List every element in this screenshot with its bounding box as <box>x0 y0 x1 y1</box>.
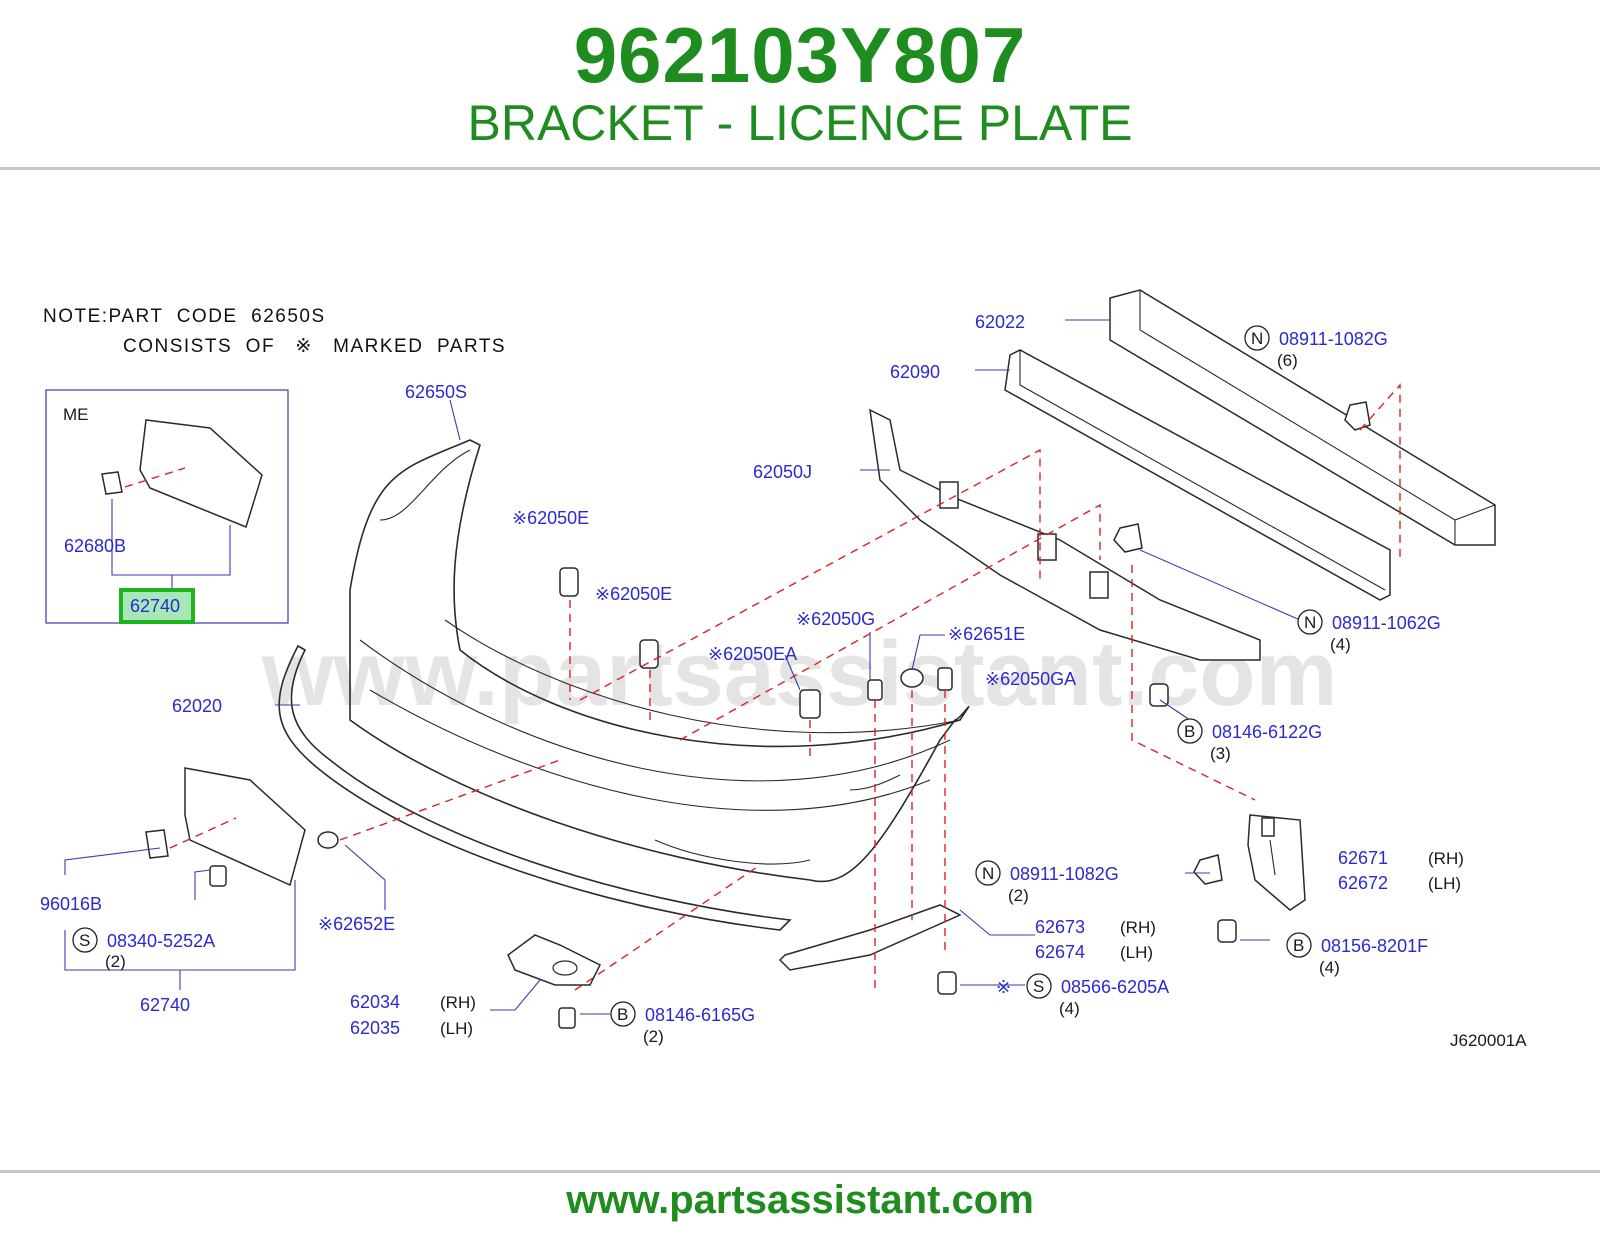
svg-text:62035: 62035 <box>350 1018 400 1038</box>
bumper-fascia <box>349 439 970 883</box>
svg-text:62034: 62034 <box>350 992 400 1012</box>
inset-bracket <box>139 419 263 529</box>
svg-text:62672: 62672 <box>1338 873 1388 893</box>
svg-text:(2): (2) <box>1008 886 1029 905</box>
label-62020[interactable]: 62020 <box>172 696 222 716</box>
license-bracket <box>145 767 306 887</box>
label-08146-6122G[interactable]: B 08146-6122G (3) <box>1177 718 1322 763</box>
label-62671-62672[interactable]: 62671 (RH) 62672 (LH) <box>1338 848 1464 893</box>
highlight-box <box>119 588 195 624</box>
svg-text:62671: 62671 <box>1338 848 1388 868</box>
svg-text:(2): (2) <box>105 952 126 971</box>
badge-n-icon: N <box>982 864 994 883</box>
badge-b-icon: B <box>617 1005 628 1024</box>
svg-text:08911-1082G: 08911-1082G <box>1010 864 1119 884</box>
footer-divider <box>0 1170 1600 1173</box>
label-62022[interactable]: 62022 <box>975 312 1025 332</box>
label-96016B[interactable]: 96016B <box>40 894 102 914</box>
label-62050J[interactable]: 62050J <box>753 462 812 482</box>
assembly-lines <box>339 383 1401 991</box>
label-62050E-a[interactable]: ※62050E <box>512 508 589 528</box>
svg-text:08911-1082G: 08911-1082G <box>1279 329 1388 349</box>
svg-text:08146-6165G: 08146-6165G <box>645 1005 755 1025</box>
svg-text:(RH): (RH) <box>1428 849 1464 868</box>
footer-url[interactable]: www.partsassistant.com <box>566 1178 1034 1222</box>
absorber-62090 <box>1004 349 1391 601</box>
stay-62050J <box>869 408 1261 661</box>
label-62050G[interactable]: ※62050G <box>796 609 875 629</box>
leader-lines <box>64 319 1301 1015</box>
svg-text:08146-6122G: 08146-6122G <box>1212 722 1322 742</box>
svg-text:08911-1062G: 08911-1062G <box>1332 613 1441 633</box>
inset-clip <box>101 471 123 495</box>
label-08911-1082G-mid[interactable]: N 08911-1082G (2) <box>975 860 1119 905</box>
svg-text:(RH): (RH) <box>1120 918 1156 937</box>
part-name-subtitle: BRACKET - LICENCE PLATE <box>467 95 1133 151</box>
note-line-2: CONSISTS OF ※ MARKED PARTS <box>123 336 506 357</box>
side-bracket <box>1247 814 1306 911</box>
svg-text:(4): (4) <box>1059 999 1080 1018</box>
svg-text:62673: 62673 <box>1035 917 1085 937</box>
header-divider <box>0 167 1600 170</box>
badge-n-icon: N <box>1251 329 1263 348</box>
label-62740[interactable]: 62740 <box>140 995 190 1015</box>
label-62680B-inset[interactable]: 62680B <box>64 536 126 556</box>
svg-text:(2): (2) <box>643 1027 664 1046</box>
badge-s-icon: S <box>79 931 90 950</box>
lower-bracket <box>778 904 962 971</box>
svg-text:(3): (3) <box>1210 744 1231 763</box>
inset-title: ME <box>63 405 89 424</box>
svg-text:(4): (4) <box>1330 635 1351 654</box>
fasteners <box>209 401 1371 1029</box>
svg-text:(LH): (LH) <box>1120 943 1153 962</box>
note-line-1: NOTE:PART CODE 62650S <box>43 306 326 327</box>
svg-text:08340-5252A: 08340-5252A <box>107 931 215 951</box>
label-62673-62674[interactable]: 62673 (RH) 62674 (LH) <box>1035 917 1156 962</box>
label-62651E[interactable]: ※62651E <box>948 624 1025 644</box>
svg-text:62674: 62674 <box>1035 942 1085 962</box>
label-08566-6205A[interactable]: ※ S 08566-6205A (4) <box>996 973 1169 1018</box>
inset-me: ME 62680B 62740 <box>45 389 289 624</box>
svg-text:(LH): (LH) <box>440 1019 473 1038</box>
svg-text:08156-8201F: 08156-8201F <box>1321 936 1428 956</box>
svg-text:(LH): (LH) <box>1428 874 1461 893</box>
svg-text:(RH): (RH) <box>440 993 476 1012</box>
marked-icon: ※ <box>996 977 1011 997</box>
label-62050GA[interactable]: ※62050GA <box>985 669 1076 689</box>
svg-text:(4): (4) <box>1319 958 1340 977</box>
label-08911-1062G[interactable]: N 08911-1062G (4) <box>1297 609 1441 654</box>
label-62652E[interactable]: ※62652E <box>318 914 395 934</box>
label-62090[interactable]: 62090 <box>890 362 940 382</box>
label-62740-highlighted[interactable]: 62740 <box>130 596 180 616</box>
diagram-code: J620001A <box>1450 1031 1527 1050</box>
label-08340-5252A[interactable]: S 08340-5252A (2) <box>72 927 215 971</box>
svg-text:08566-6205A: 08566-6205A <box>1061 977 1169 997</box>
svg-text:(6): (6) <box>1277 351 1298 370</box>
badge-n-icon: N <box>1304 613 1316 632</box>
molding-strip <box>278 644 792 931</box>
label-62050E-b[interactable]: ※62050E <box>595 584 672 604</box>
badge-s-icon: S <box>1033 977 1044 996</box>
part-number-title: 962103Y807 <box>573 11 1027 99</box>
badge-b-icon: B <box>1184 722 1195 741</box>
label-62650S[interactable]: 62650S <box>405 382 467 402</box>
label-08146-6165G[interactable]: B 08146-6165G (2) <box>610 1001 755 1046</box>
badge-b-icon: B <box>1293 936 1304 955</box>
reinforcement-62022 <box>1109 289 1496 546</box>
label-62050EA[interactable]: ※62050EA <box>708 644 797 664</box>
label-08911-1082G-top[interactable]: N 08911-1082G (6) <box>1244 325 1388 370</box>
fog-cover <box>507 934 602 986</box>
label-62034-62035[interactable]: 62034 (RH) 62035 (LH) <box>350 992 476 1038</box>
label-08156-8201F[interactable]: B 08156-8201F (4) <box>1286 932 1428 977</box>
